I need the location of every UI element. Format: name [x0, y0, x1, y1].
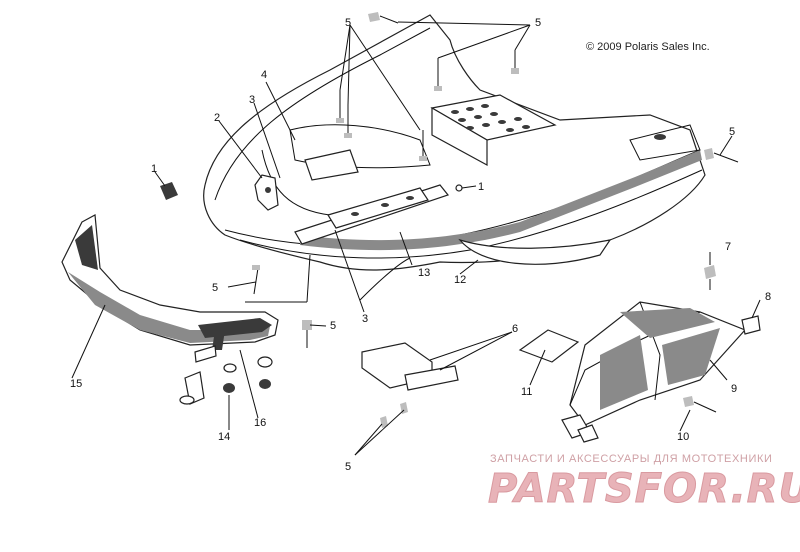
watermark-tagline: ЗАПЧАСТИ И АКСЕССУАРЫ ДЛЯ МОТОТЕХНИКИ: [490, 453, 773, 465]
rear-vent-plate: [430, 94, 557, 167]
callout-labels: 1 1 2 3 3 4 5 5 5 5 5 5 6 7 8 9 10 11 12…: [70, 17, 771, 473]
callout-5: 5: [212, 282, 218, 294]
shield-plate-set: [361, 342, 459, 391]
callout-15: 15: [70, 378, 82, 390]
callout-5: 5: [729, 126, 735, 138]
leader-lines: [71, 21, 761, 456]
adhesive-pad: [518, 329, 580, 363]
vented-cover: [561, 301, 747, 443]
callout-1: 1: [151, 163, 157, 175]
spacers-and-nuts: [179, 345, 273, 405]
callout-1: 1: [478, 181, 484, 193]
callout-7: 7: [725, 241, 731, 253]
clip-fastener-right: [455, 184, 463, 192]
callout-5: 5: [345, 461, 351, 473]
callout-10: 10: [677, 431, 689, 443]
callout-6: 6: [512, 323, 518, 335]
callout-16: 16: [254, 417, 266, 429]
callout-8: 8: [765, 291, 771, 303]
mount-bracket: [254, 174, 279, 211]
callout-5: 5: [535, 17, 541, 29]
belly-pan-body: [203, 14, 706, 301]
watermark-logo: PARTSFOR.RU: [487, 466, 800, 513]
callout-12: 12: [454, 274, 466, 286]
front-bumper: [61, 214, 279, 350]
callout-3: 3: [249, 94, 255, 106]
clip-fastener-left: [160, 182, 178, 200]
cover-screw: [683, 396, 717, 413]
copyright-notice: © 2009 Polaris Sales Inc.: [586, 41, 710, 53]
callout-13: 13: [418, 267, 430, 279]
cross-brace-plate: [294, 149, 450, 245]
callout-2: 2: [214, 112, 220, 124]
bolts-group: [252, 12, 739, 428]
hex-bolt: [704, 265, 716, 279]
callout-4: 4: [261, 69, 267, 81]
callout-5: 5: [345, 17, 351, 29]
callout-3: 3: [362, 313, 368, 325]
callout-14: 14: [218, 431, 230, 443]
spring-clip: [741, 315, 761, 335]
callout-5: 5: [330, 320, 336, 332]
callout-9: 9: [731, 383, 737, 395]
callout-11: 11: [521, 386, 532, 398]
